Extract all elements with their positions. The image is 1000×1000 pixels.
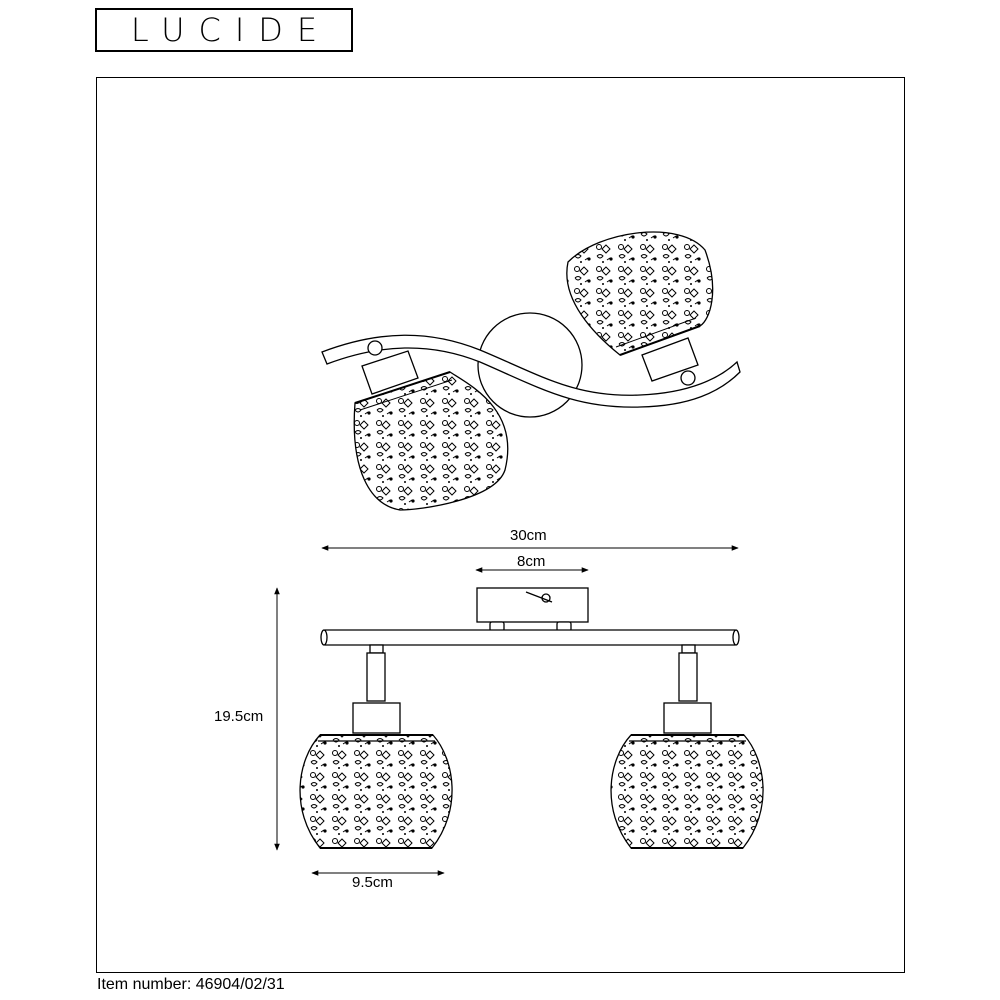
height-label: 19.5cm: [214, 708, 264, 725]
right-spot-shade: [566, 231, 714, 356]
left-spot-front: [299, 644, 453, 849]
front-view: [299, 587, 764, 849]
left-stem: [366, 652, 386, 702]
right-spot-socket: [641, 337, 699, 382]
total-width-label: 30cm: [510, 527, 547, 544]
ceiling-base: [476, 587, 589, 623]
left-stem-joint: [369, 644, 384, 654]
base-width-label: 8cm: [517, 553, 546, 570]
left-spot-socket: [361, 350, 419, 395]
right-shade: [610, 734, 764, 849]
perspective-view: [321, 231, 741, 511]
wavy-arm: [321, 334, 741, 408]
dimension-lines: [274, 545, 739, 876]
right-stem: [678, 652, 698, 702]
arm-knob-left: [367, 340, 383, 356]
drawing-frame: [96, 77, 905, 973]
shade-width-label: 9.5cm: [352, 874, 393, 891]
left-spot-shade: [353, 371, 509, 511]
right-socket: [663, 702, 712, 734]
right-spot-front: [610, 644, 764, 849]
left-socket: [352, 702, 401, 734]
horizontal-bar: [321, 629, 739, 646]
brand-logo: LUCIDE: [95, 8, 353, 52]
brand-logo-text: LUCIDE: [130, 11, 332, 49]
right-spot-perspective: [566, 231, 714, 382]
left-shade: [299, 734, 453, 849]
arm-knob-right: [680, 370, 696, 386]
left-spot-perspective: [353, 350, 509, 511]
right-stem-joint: [681, 644, 696, 654]
item-number: Item number: 46904/02/31: [97, 976, 285, 993]
